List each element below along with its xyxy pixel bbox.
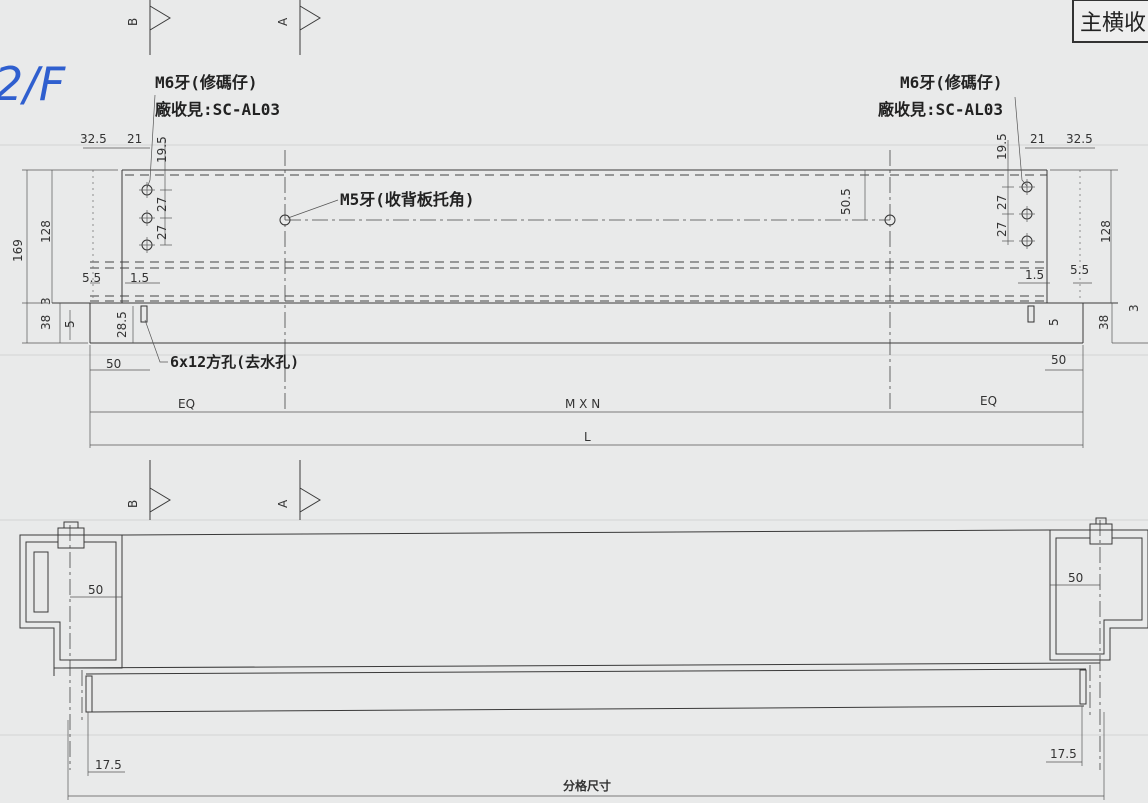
svg-text:A: A [276,17,290,26]
svg-text:廠收見:SC-AL03: 廠收見:SC-AL03 [155,100,280,119]
svg-text:19.5: 19.5 [995,133,1009,160]
svg-text:17.5: 17.5 [1050,747,1077,761]
svg-text:B: B [126,500,140,508]
svg-text:A: A [276,499,290,508]
svg-text:M X N: M X N [565,397,600,411]
svg-text:32.5: 32.5 [1066,132,1093,146]
svg-text:21: 21 [1030,132,1045,146]
drain-slot-right [1027,305,1035,323]
title-box-text: 主横收 [1080,11,1146,36]
callout-m6-right: M6牙(修碼仔) 廠收見:SC-AL03 [878,73,1028,187]
svg-text:分格尺寸: 分格尺寸 [563,778,611,793]
svg-text:3: 3 [1127,304,1141,312]
svg-text:50: 50 [106,357,121,371]
svg-text:27: 27 [995,195,1009,210]
dimensions-right: 21 32.5 19.5 27 27 128 1.5 5.5 5 38 3 50… [839,132,1148,371]
svg-text:1.5: 1.5 [1025,268,1044,282]
svg-text:17.5: 17.5 [95,758,122,772]
svg-text:廠收見:SC-AL03: 廠收見:SC-AL03 [878,100,1003,119]
svg-text:3: 3 [39,297,53,305]
svg-text:5.5: 5.5 [82,271,101,285]
svg-text:128: 128 [1099,220,1113,243]
svg-text:EQ: EQ [980,394,997,408]
svg-text:19.5: 19.5 [155,136,169,163]
callout-m6-left: M6牙(修碼仔) 廠收見:SC-AL03 [146,73,280,189]
svg-text:1.5: 1.5 [130,271,149,285]
svg-text:M5牙(收背板托角): M5牙(收背板托角) [340,190,475,209]
section-marker-a-bottom: A [276,460,321,520]
m5-hole-left [279,214,291,226]
svg-text:5.5: 5.5 [1070,263,1089,277]
callout-m5: M5牙(收背板托角) [287,190,475,219]
svg-text:50: 50 [1051,353,1066,367]
svg-text:50: 50 [1068,571,1083,585]
svg-text:M6牙(修碼仔): M6牙(修碼仔) [900,73,1003,92]
svg-text:B: B [126,18,140,26]
svg-text:EQ: EQ [178,397,195,411]
svg-text:27: 27 [155,197,169,212]
svg-text:38: 38 [39,315,53,330]
section-marker-b-bottom: B [126,460,171,520]
svg-text:32.5: 32.5 [80,132,107,146]
svg-text:27: 27 [155,225,169,240]
drain-slot-left [140,305,148,323]
section-marker-b-top: B [126,0,171,55]
svg-text:50.5: 50.5 [839,188,853,215]
svg-text:27: 27 [995,222,1009,237]
svg-text:5: 5 [63,320,77,328]
svg-text:128: 128 [39,220,53,243]
callout-drain-hole: 6x12方孔(去水孔) [144,319,299,371]
svg-text:50: 50 [88,583,103,597]
m6-holes-right [1019,179,1035,249]
m5-hole-right [884,214,896,226]
paper-grid [0,144,1148,736]
section-marker-a-top: A [276,0,321,55]
svg-text:169: 169 [11,239,25,262]
svg-text:6x12方孔(去水孔): 6x12方孔(去水孔) [170,353,299,371]
svg-text:M6牙(修碼仔): M6牙(修碼仔) [155,73,258,92]
svg-text:28.5: 28.5 [115,311,129,338]
overall-dimensions: EQ M X N EQ L [89,345,1084,448]
m6-holes-left [139,182,155,253]
svg-text:L: L [584,430,591,444]
svg-text:5: 5 [1047,318,1061,326]
section-view: 50 50 17.5 17.5 分格尺寸 [19,517,1148,800]
elevation-view [52,150,1118,412]
handwritten-floor-note: 2/F [0,57,66,111]
dimensions-left: 32.5 21 19.5 27 27 169 128 5.5 1.5 38 3 … [11,132,172,371]
svg-text:21: 21 [127,132,142,146]
title-block: 主横收 [1072,0,1148,43]
svg-text:38: 38 [1097,315,1111,330]
